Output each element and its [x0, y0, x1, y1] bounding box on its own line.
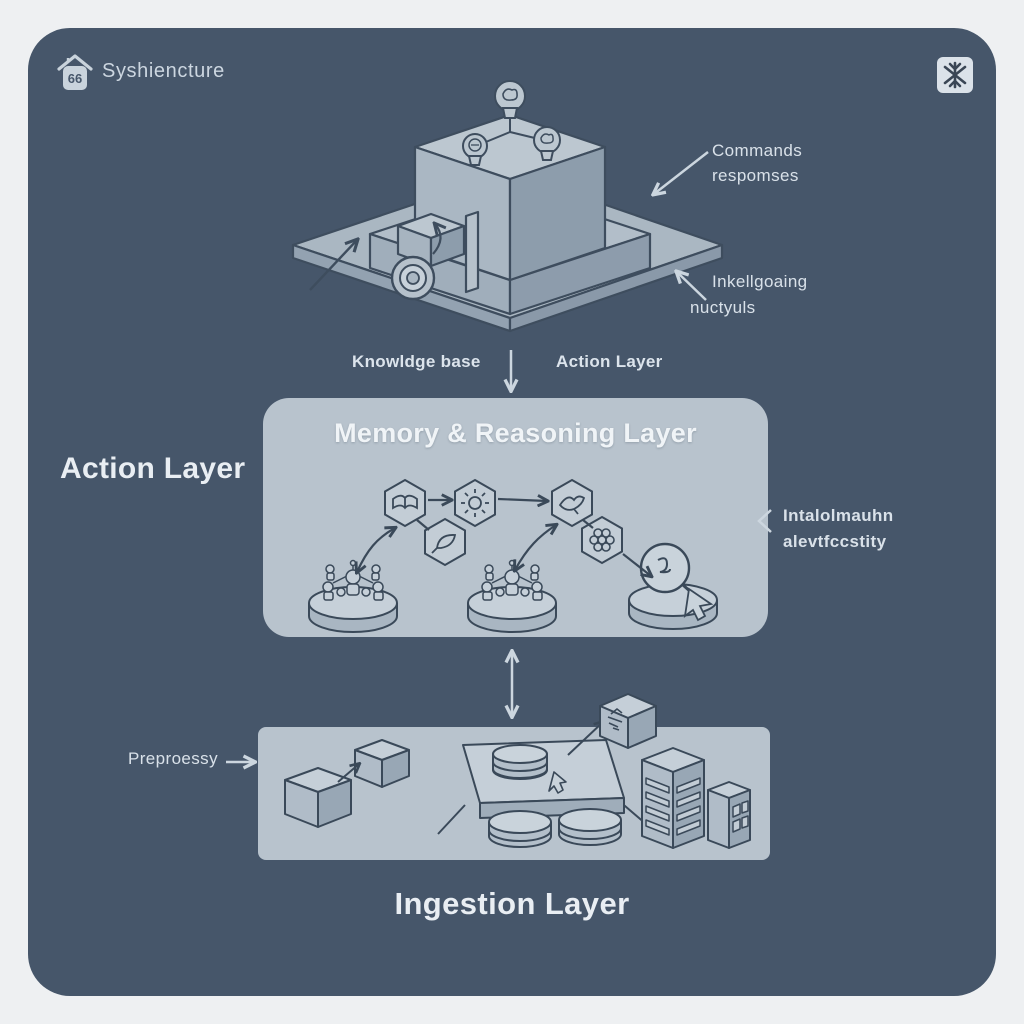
ingestion-layer-title: Ingestion Layer: [394, 886, 630, 921]
lens-wheel-icon: [390, 224, 441, 301]
agent-cluster-disc-icon: [308, 559, 398, 633]
memory-annotation-line2: alevtfccstity: [783, 532, 887, 551]
commands-annotation-line1: Commands: [712, 141, 803, 160]
memory-contents-illustration: [308, 479, 718, 633]
flower-gear-icon: [581, 516, 623, 564]
gear-icon: [454, 479, 496, 527]
commands-annotation-line2: respomses: [712, 166, 799, 185]
home-icon: 66: [57, 54, 93, 90]
feather-icon: [424, 518, 466, 566]
search-cursor-icon: [628, 542, 718, 630]
logo-glyph: 66: [68, 71, 82, 86]
outputs-annotation-line1: Inkellgoaing: [712, 272, 808, 291]
pyramid-illustration: [291, 80, 724, 333]
burst-icon: [937, 57, 973, 93]
preprocess-label: Preproessy: [128, 749, 218, 768]
memory-layer-title: Memory & Reasoning Layer: [334, 418, 697, 448]
action-layer-label: Action Layer: [556, 352, 663, 371]
knowledge-base-label: Knowldge base: [352, 352, 481, 371]
bird-icon: [551, 479, 593, 527]
book-icon: [384, 479, 426, 527]
package-box-icon: [599, 693, 657, 749]
database-stack-icon: [488, 808, 622, 848]
memory-annotation-line1: Intalolmauhn: [783, 506, 894, 525]
storage-cabinet-icon: [707, 781, 751, 849]
action-layer-side-title: Action Layer: [60, 452, 246, 485]
server-rack-icon: [641, 747, 705, 849]
ingestion-contents-illustration: [284, 693, 751, 849]
ai-bulb-icon: [462, 80, 561, 166]
agent-cluster-disc-icon: [467, 559, 557, 633]
data-cube-icon: [284, 739, 410, 828]
app-title: Syshiencture: [102, 60, 225, 82]
outputs-annotation-line2: nuctyuls: [690, 298, 756, 317]
